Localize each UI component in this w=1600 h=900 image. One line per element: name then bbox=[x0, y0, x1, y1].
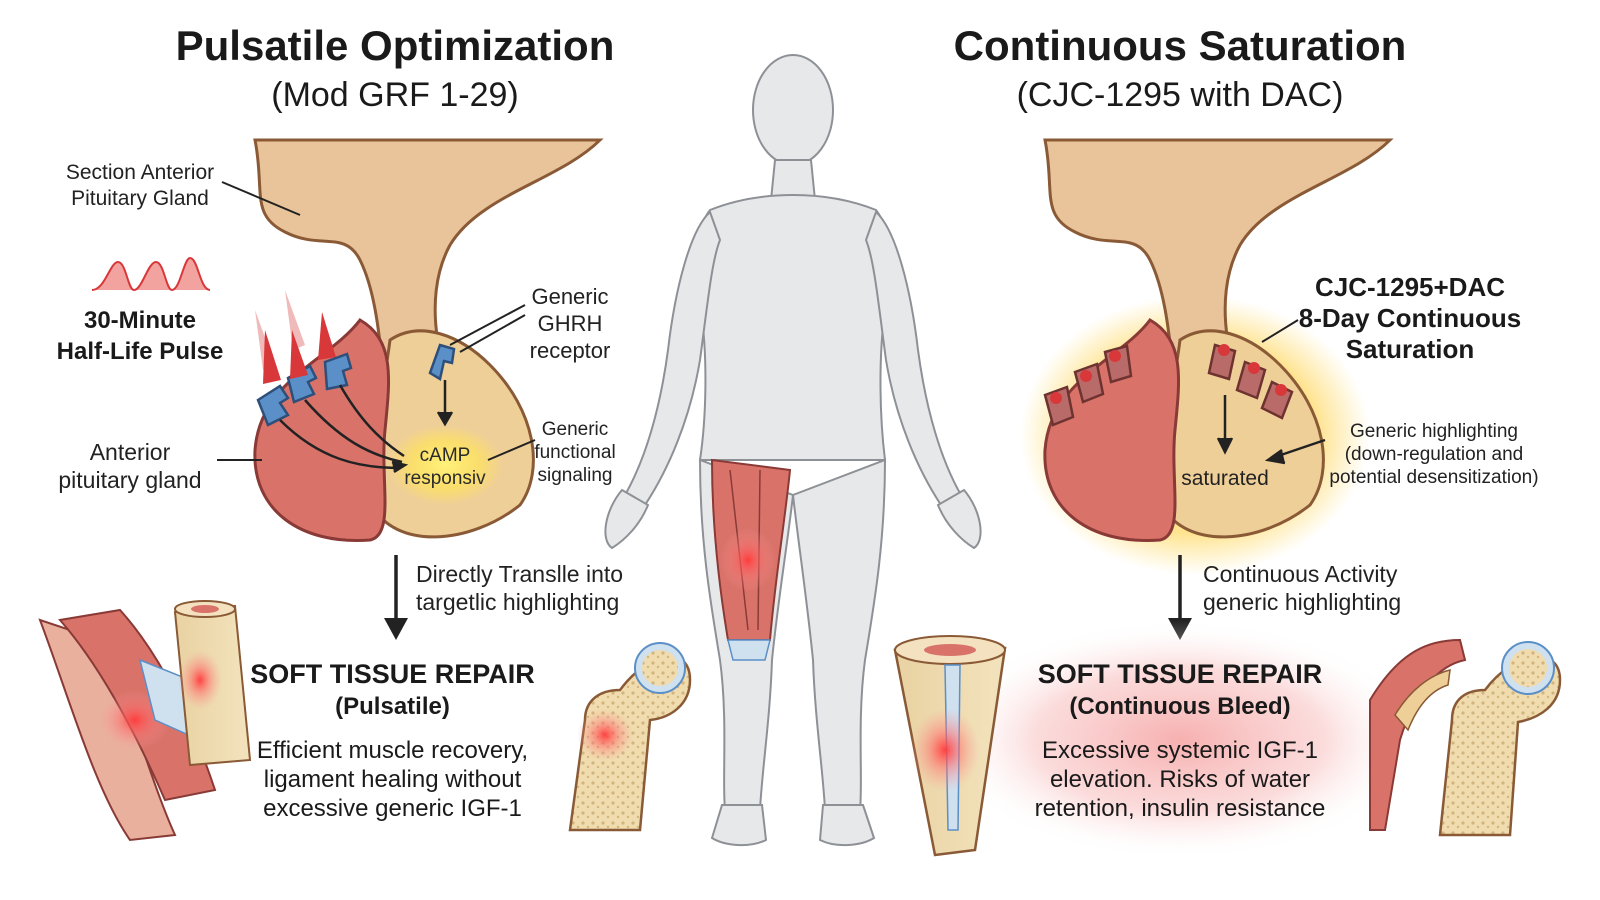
left-muscle-ligament-illustration bbox=[38, 600, 252, 842]
ligand-icon bbox=[285, 290, 305, 350]
label-line: Section Anterior bbox=[65, 161, 215, 184]
ligand-icon bbox=[263, 330, 281, 384]
label-line: targetlic highlighting bbox=[416, 589, 620, 615]
label-line: Generic bbox=[541, 419, 609, 440]
label-line: Generic bbox=[531, 284, 609, 309]
label-line: excessive generic IGF-1 bbox=[263, 795, 522, 822]
label-line: Pituitary Gland bbox=[71, 187, 209, 210]
label-line: functional bbox=[534, 442, 616, 463]
left-repair-subtitle: (Pulsatile) bbox=[335, 693, 450, 720]
label-line: receptor bbox=[529, 338, 611, 363]
label-line: responsiv bbox=[404, 468, 486, 489]
label-line: Saturation bbox=[1345, 334, 1475, 364]
right-pituitary-diagram bbox=[1020, 138, 1394, 575]
label-line: cAMP bbox=[419, 445, 471, 466]
signaling-label: Generic functional signaling bbox=[525, 418, 625, 487]
label-line: Anterior bbox=[89, 439, 171, 465]
label-line: Generic highlighting bbox=[1350, 421, 1518, 442]
left-receptor-cluster bbox=[256, 343, 456, 427]
drug-saturation-label: CJC-1295+DAC 8-Day Continuous Saturation bbox=[1290, 272, 1530, 365]
left-femur-illustration bbox=[568, 642, 692, 832]
label-line: ligament healing without bbox=[263, 766, 522, 793]
label-line: signaling bbox=[537, 465, 613, 486]
ligand-icon bbox=[318, 312, 336, 360]
left-hand bbox=[604, 488, 650, 550]
right-foot bbox=[818, 804, 876, 846]
right-repair-title: SOFT TISSUE REPAIR bbox=[1037, 659, 1323, 689]
pulse-ligands bbox=[255, 290, 336, 384]
right-repair-description: Excessive systemic IGF-1 elevation. Risk… bbox=[1010, 736, 1350, 823]
right-hand bbox=[936, 488, 982, 550]
signal-arrows bbox=[279, 380, 454, 474]
left-subtitle: (Mod GRF 1-29) bbox=[271, 76, 519, 114]
pulse-label: 30-Minute Half-Life Pulse bbox=[40, 305, 240, 367]
left-pituitary-diagram bbox=[91, 138, 604, 542]
receptor-icon bbox=[428, 343, 456, 381]
label-line: CJC-1295+DAC bbox=[1314, 272, 1506, 302]
label-line: Excessive systemic IGF-1 bbox=[1041, 737, 1319, 764]
camp-glow bbox=[387, 425, 503, 505]
left-title: Pulsatile Optimization bbox=[175, 22, 615, 69]
right-signal-arrows bbox=[1216, 395, 1326, 465]
label-line: Efficient muscle recovery, bbox=[256, 737, 529, 764]
camp-label: cAMP responsiv bbox=[390, 444, 500, 490]
right-anterior-lobe bbox=[1043, 318, 1181, 542]
continuous-bleed-glow bbox=[940, 620, 1420, 860]
label-line: Directly Translle into bbox=[416, 561, 624, 587]
left-leader-lines bbox=[217, 181, 536, 461]
label-line: potential desensitization) bbox=[1329, 467, 1539, 488]
receptor-icon bbox=[323, 352, 353, 391]
right-leg bbox=[791, 458, 887, 811]
label-line: (down-regulation and bbox=[1344, 444, 1524, 465]
right-title: Continuous Saturation bbox=[953, 22, 1407, 69]
pulse-wave-icon bbox=[91, 256, 211, 292]
left-repair-description: Efficient muscle recovery, ligament heal… bbox=[240, 736, 545, 823]
left-arrow-label: Directly Translle into targetlic highlig… bbox=[416, 560, 676, 616]
right-subtitle: (CJC-1295 with DAC) bbox=[1016, 76, 1344, 114]
right-repair-subtitle: (Continuous Bleed) bbox=[1069, 693, 1291, 720]
head bbox=[752, 54, 834, 166]
right-leader-lines bbox=[1261, 319, 1299, 343]
anterior-pituitary-label: Anterior pituitary gland bbox=[40, 438, 220, 494]
label-line: GHRH bbox=[537, 311, 603, 336]
label-line: 8-Day Continuous bbox=[1298, 303, 1522, 333]
right-femur-illustration bbox=[1369, 638, 1562, 837]
right-bone-section-illustration bbox=[893, 635, 1007, 857]
label-line: 30-Minute bbox=[83, 307, 196, 334]
label-line: Continuous Activity bbox=[1203, 561, 1398, 587]
left-foot bbox=[710, 804, 768, 846]
right-arrow-label: Continuous Activity generic highlighting bbox=[1203, 560, 1463, 616]
desensitization-label: Generic highlighting (down-regulation an… bbox=[1318, 420, 1550, 489]
left-repair-title: SOFT TISSUE REPAIR bbox=[250, 659, 535, 689]
section-pituitary-label: Section Anterior Pituitary Gland bbox=[40, 160, 240, 212]
torso bbox=[695, 193, 891, 461]
receptor-icon bbox=[256, 384, 290, 427]
label-line: Half-Life Pulse bbox=[56, 338, 224, 365]
right-receptor-cluster bbox=[1043, 343, 1294, 427]
ligand-icon bbox=[290, 330, 308, 379]
label-line: generic highlighting bbox=[1203, 589, 1402, 615]
saturated-label: saturated bbox=[1181, 467, 1269, 490]
label-line: retention, insulin resistance bbox=[1034, 795, 1326, 822]
ghrh-receptor-label: Generic GHRH receptor bbox=[510, 283, 630, 364]
thigh-muscle-highlight bbox=[710, 458, 792, 661]
label-line: elevation. Risks of water bbox=[1049, 766, 1311, 793]
left-down-arrow bbox=[384, 555, 408, 640]
label-line: pituitary gland bbox=[58, 467, 202, 493]
